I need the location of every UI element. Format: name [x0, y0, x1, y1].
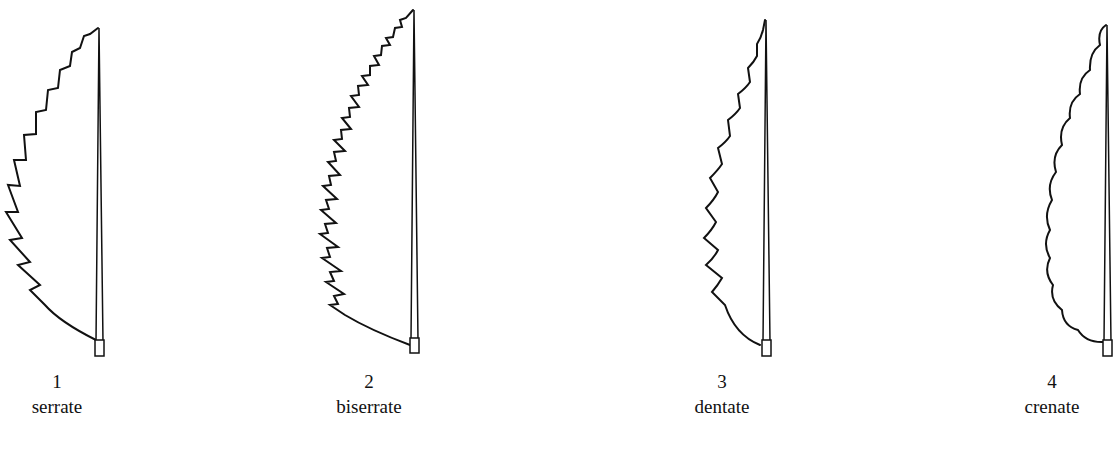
margin-name: crenate: [1025, 397, 1080, 418]
callout-number: 3: [717, 372, 727, 393]
petiole: [410, 338, 419, 353]
biserrate-margin: [320, 10, 413, 345]
callout-number: 2: [364, 372, 374, 393]
margin-name: serrate: [32, 397, 83, 418]
petiole: [95, 340, 104, 356]
petiole: [1103, 340, 1112, 356]
dentate-margin: [704, 20, 765, 345]
midrib: [96, 28, 103, 342]
midrib: [763, 20, 770, 342]
callout-number: 4: [1047, 372, 1057, 393]
petiole: [762, 340, 771, 356]
midrib: [411, 10, 418, 340]
callout-number: 1: [52, 372, 62, 393]
crenate-margin: [1046, 25, 1106, 342]
midrib: [1104, 25, 1111, 342]
margin-name: dentate: [695, 397, 750, 418]
margin-name: biserrate: [336, 397, 401, 418]
serrate-margin: [6, 28, 98, 340]
